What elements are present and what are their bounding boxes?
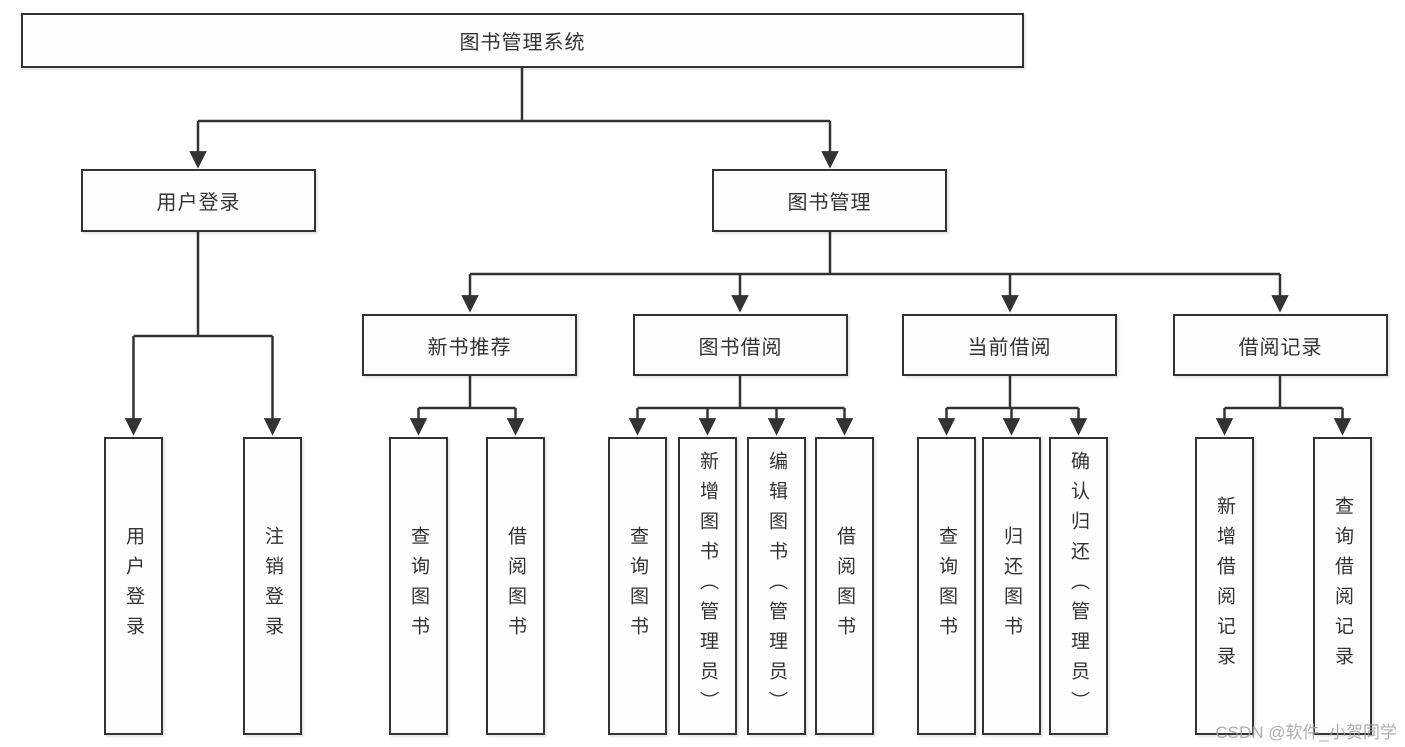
leaf-add-books-admin: 新增图书（管理员）: [678, 437, 737, 735]
tree-edges: [124, 68, 1352, 436]
node-current-borrow: 当前借阅: [902, 314, 1117, 376]
leaf-return-books: 归还图书: [982, 437, 1041, 735]
leaf-edit-books-admin: 编辑图书（管理员）: [747, 437, 806, 735]
node-borrow-record: 借阅记录: [1173, 314, 1388, 376]
leaf-add-borrow-record: 新增借阅记录: [1195, 437, 1254, 735]
leaf-query-books-current: 查询图书: [917, 437, 976, 735]
leaf-confirm-return-admin: 确认归还（管理员）: [1049, 437, 1108, 735]
node-book-borrow: 图书借阅: [633, 314, 848, 376]
csdn-watermark: CSDN @软件_小贺同学: [1215, 723, 1397, 742]
node-user-login: 用户登录: [81, 169, 316, 232]
leaf-borrow-books: 借阅图书: [815, 437, 874, 735]
leaf-borrow-books-newbook: 借阅图书: [486, 437, 545, 735]
leaf-query-books-newbook: 查询图书: [389, 437, 448, 735]
leaf-user-login: 用户登录: [104, 437, 163, 735]
node-new-book-recommend: 新书推荐: [362, 314, 577, 376]
node-book-management: 图书管理: [712, 169, 947, 232]
leaf-query-borrow-record: 查询借阅记录: [1313, 437, 1372, 735]
leaf-query-books-borrow: 查询图书: [608, 437, 667, 735]
node-root-system: 图书管理系统: [21, 13, 1024, 68]
leaf-logout: 注销登录: [243, 437, 302, 735]
